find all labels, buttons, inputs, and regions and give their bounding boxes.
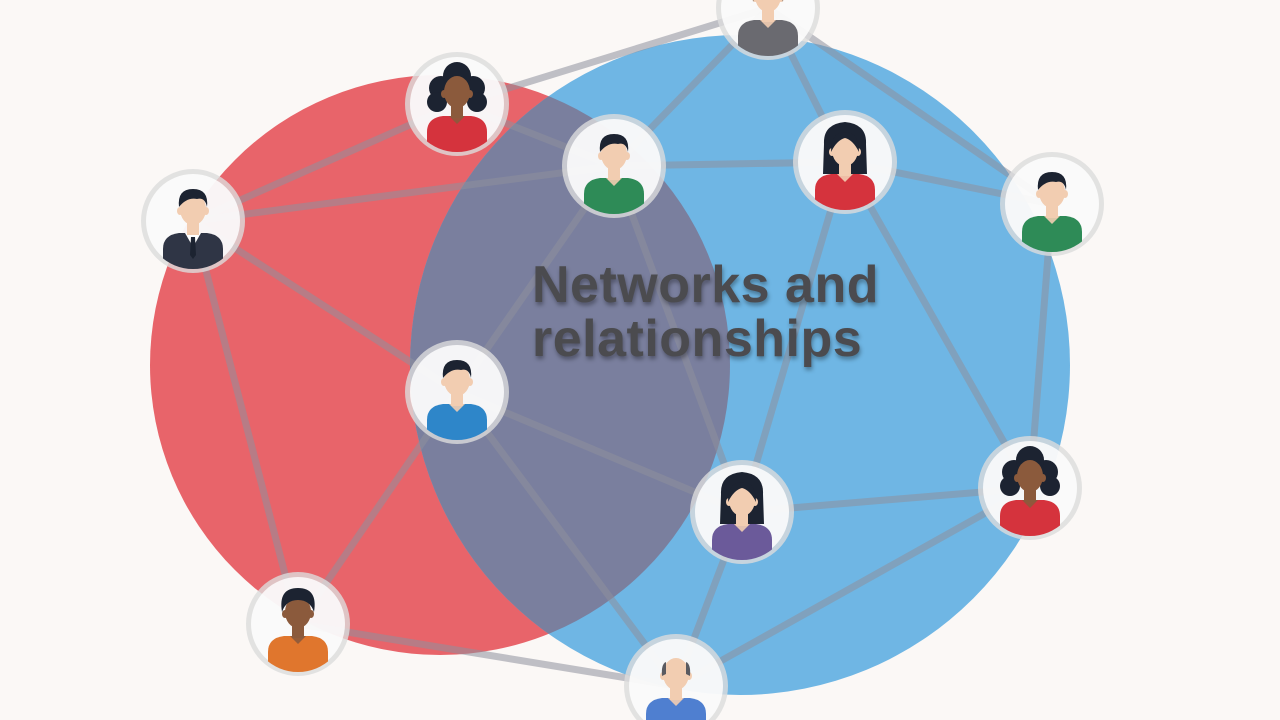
link-woman-red-right-woman-red-lower-right [841, 158, 1034, 492]
person-node-man-blue-bottom[interactable] [624, 634, 728, 720]
person-node-man-green-far-right[interactable] [1000, 152, 1104, 256]
title-line-1: Networks and [532, 256, 879, 314]
person-node-man-orange-bottom-left[interactable] [246, 572, 350, 676]
link-man-suit-left-man-orange-bottom-left [189, 217, 302, 628]
avatar-icon [815, 122, 875, 210]
link-woman-red-right-woman-purple-lower [738, 158, 849, 516]
link-top-center-man-green-far-right [764, 4, 1056, 208]
avatar-icon [1022, 172, 1082, 252]
avatar-icon [712, 472, 772, 560]
avatar-icon [268, 588, 328, 672]
link-top-center-woman-red-top [453, 4, 772, 108]
avatar-icon [1000, 446, 1060, 536]
person-node-woman-red-right[interactable] [793, 110, 897, 214]
link-man-green-center-woman-purple-lower [610, 162, 746, 516]
person-node-top-center[interactable] [716, 0, 820, 60]
person-node-woman-red-top[interactable] [405, 52, 509, 156]
person-node-man-green-center[interactable] [562, 114, 666, 218]
avatar-icon [427, 360, 487, 440]
avatar-icon [738, 0, 798, 56]
person-node-man-suit-left[interactable] [141, 169, 245, 273]
person-node-woman-red-lower-right[interactable] [978, 436, 1082, 540]
diagram-title: Networks and relationships [532, 258, 879, 366]
avatar-icon [163, 189, 223, 269]
avatar-icon [584, 134, 644, 214]
person-node-man-blue-middle[interactable] [405, 340, 509, 444]
title-line-2: relationships [532, 310, 863, 368]
person-nodes [141, 0, 1104, 720]
avatar-icon [427, 62, 487, 152]
link-man-suit-left-man-green-center [189, 162, 618, 225]
link-woman-red-lower-right-man-blue-bottom [672, 484, 1034, 690]
link-man-orange-bottom-left-man-blue-bottom [294, 620, 680, 690]
person-node-woman-purple-lower[interactable] [690, 460, 794, 564]
link-man-suit-left-man-blue-middle [189, 217, 461, 396]
link-man-blue-middle-man-blue-bottom [453, 388, 680, 690]
avatar-icon [646, 658, 706, 720]
